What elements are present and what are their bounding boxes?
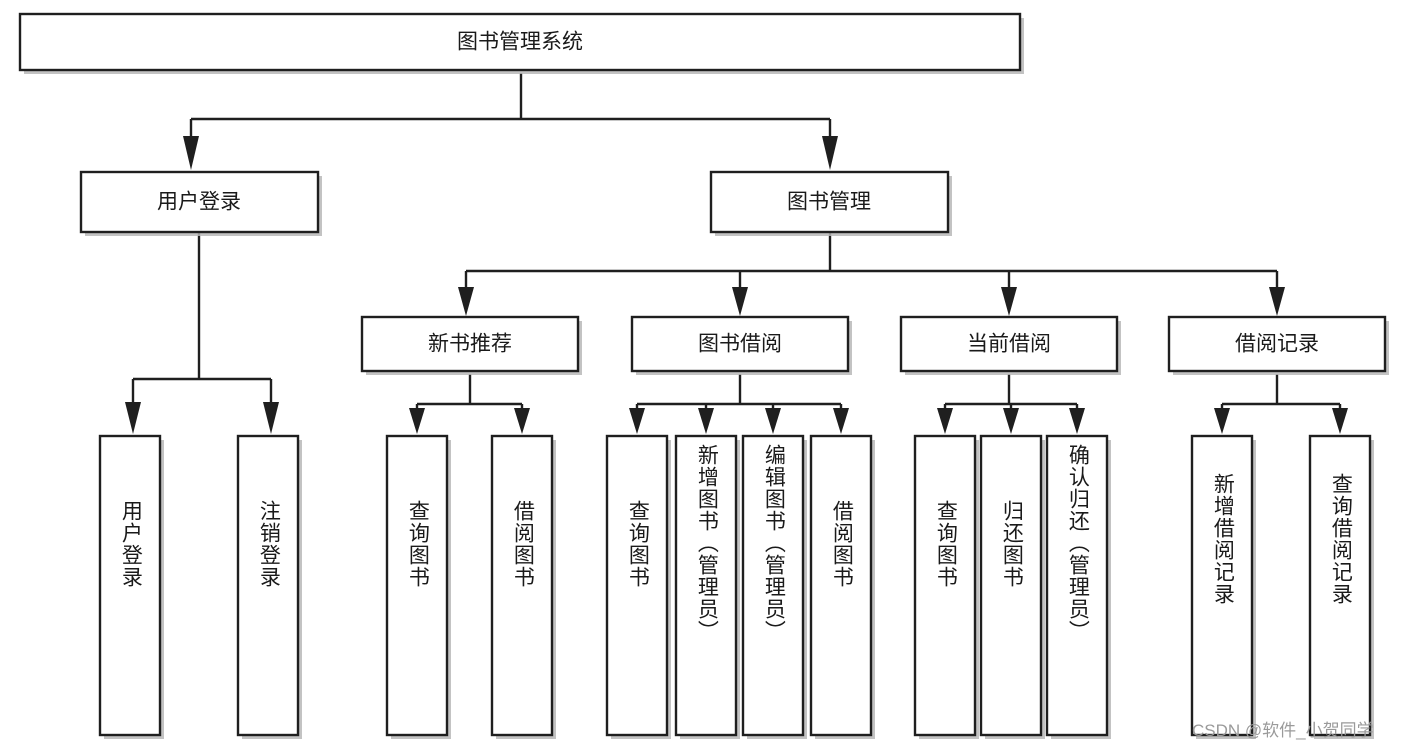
node-new-book-rec-box[interactable] (360, 315, 580, 373)
connector-group-book-borrow (629, 374, 849, 434)
leaf-box-query-book-1[interactable] (385, 434, 449, 737)
arrowhead-leaf-borrow-book-1 (514, 408, 530, 434)
arrowhead-leaf-return-book (1003, 408, 1019, 434)
arrowhead-book-mgmt (822, 136, 838, 170)
arrowhead-current-borrow (1001, 287, 1017, 316)
node-borrow-record-box[interactable] (1167, 315, 1387, 373)
arrowhead-leaf-query-book-2 (629, 408, 645, 434)
node-borrow-record-label: 借阅记录 (1235, 333, 1319, 356)
connector-group-root (183, 73, 838, 170)
node-root-label: 图书管理系统 (457, 31, 583, 54)
node-book-borrow-box[interactable] (630, 315, 850, 373)
arrowhead-borrow-record (1269, 287, 1285, 316)
node-book-borrow[interactable]: 图书借阅 (630, 315, 852, 375)
connector-group-user-login (125, 232, 279, 434)
node-user-login[interactable]: 用户登录 (79, 170, 322, 236)
arrowhead-leaf-logout (263, 402, 279, 434)
arrowhead-user-login (183, 136, 199, 170)
node-current-borrow[interactable]: 当前借阅 (899, 315, 1121, 375)
leaf-box-edit-book[interactable] (741, 434, 805, 737)
arrowhead-leaf-user-login (125, 402, 141, 434)
node-new-book-rec[interactable]: 新书推荐 (360, 315, 582, 375)
arrowhead-leaf-add-record (1214, 408, 1230, 434)
leaf-box-query-book-3[interactable] (913, 434, 977, 737)
node-book-borrow-label: 图书借阅 (698, 333, 782, 356)
arrowhead-leaf-query-book-3 (937, 408, 953, 434)
connector-group-current-borrow (937, 374, 1085, 434)
connector-group-book-mgmt (458, 232, 1285, 316)
node-user-login-box[interactable] (79, 170, 320, 234)
node-user-login-label: 用户登录 (157, 191, 241, 214)
arrowhead-leaf-add-book (698, 408, 714, 434)
arrowhead-leaf-edit-book (765, 408, 781, 434)
node-book-mgmt-label: 图书管理 (787, 191, 871, 214)
arrowhead-leaf-confirm-return (1069, 408, 1085, 434)
node-current-borrow-box[interactable] (899, 315, 1119, 373)
leaf-box-user-login[interactable] (98, 434, 162, 737)
leaf-box-logout[interactable] (236, 434, 300, 737)
arrowhead-leaf-borrow-book-2 (833, 408, 849, 434)
leaf-box-add-book[interactable] (674, 434, 738, 737)
arrowhead-leaf-query-book-1 (409, 408, 425, 434)
node-root[interactable]: 图书管理系统 (18, 12, 1024, 74)
leaf-box-borrow-book-1[interactable] (490, 434, 554, 737)
arrowhead-book-borrow (732, 287, 748, 316)
leaf-box-borrow-book-2[interactable] (809, 434, 873, 737)
leaf-box-group (98, 434, 1374, 739)
node-root-box[interactable] (18, 12, 1022, 72)
connector-group-new-book-rec (409, 374, 530, 434)
leaf-box-query-book-2[interactable] (605, 434, 669, 737)
node-book-mgmt-box[interactable] (709, 170, 950, 234)
node-borrow-record[interactable]: 借阅记录 (1167, 315, 1389, 375)
node-current-borrow-label: 当前借阅 (967, 333, 1051, 356)
leaf-box-query-record[interactable] (1308, 434, 1372, 737)
node-new-book-rec-label: 新书推荐 (428, 333, 512, 356)
node-book-mgmt[interactable]: 图书管理 (709, 170, 952, 236)
leaf-box-add-record[interactable] (1190, 434, 1254, 737)
leaf-box-confirm-return[interactable] (1045, 434, 1109, 737)
leaf-box-return-book[interactable] (979, 434, 1043, 737)
connector-group-borrow-record (1214, 374, 1348, 434)
arrowhead-new-book-rec (458, 287, 474, 316)
arrowhead-leaf-query-record (1332, 408, 1348, 434)
